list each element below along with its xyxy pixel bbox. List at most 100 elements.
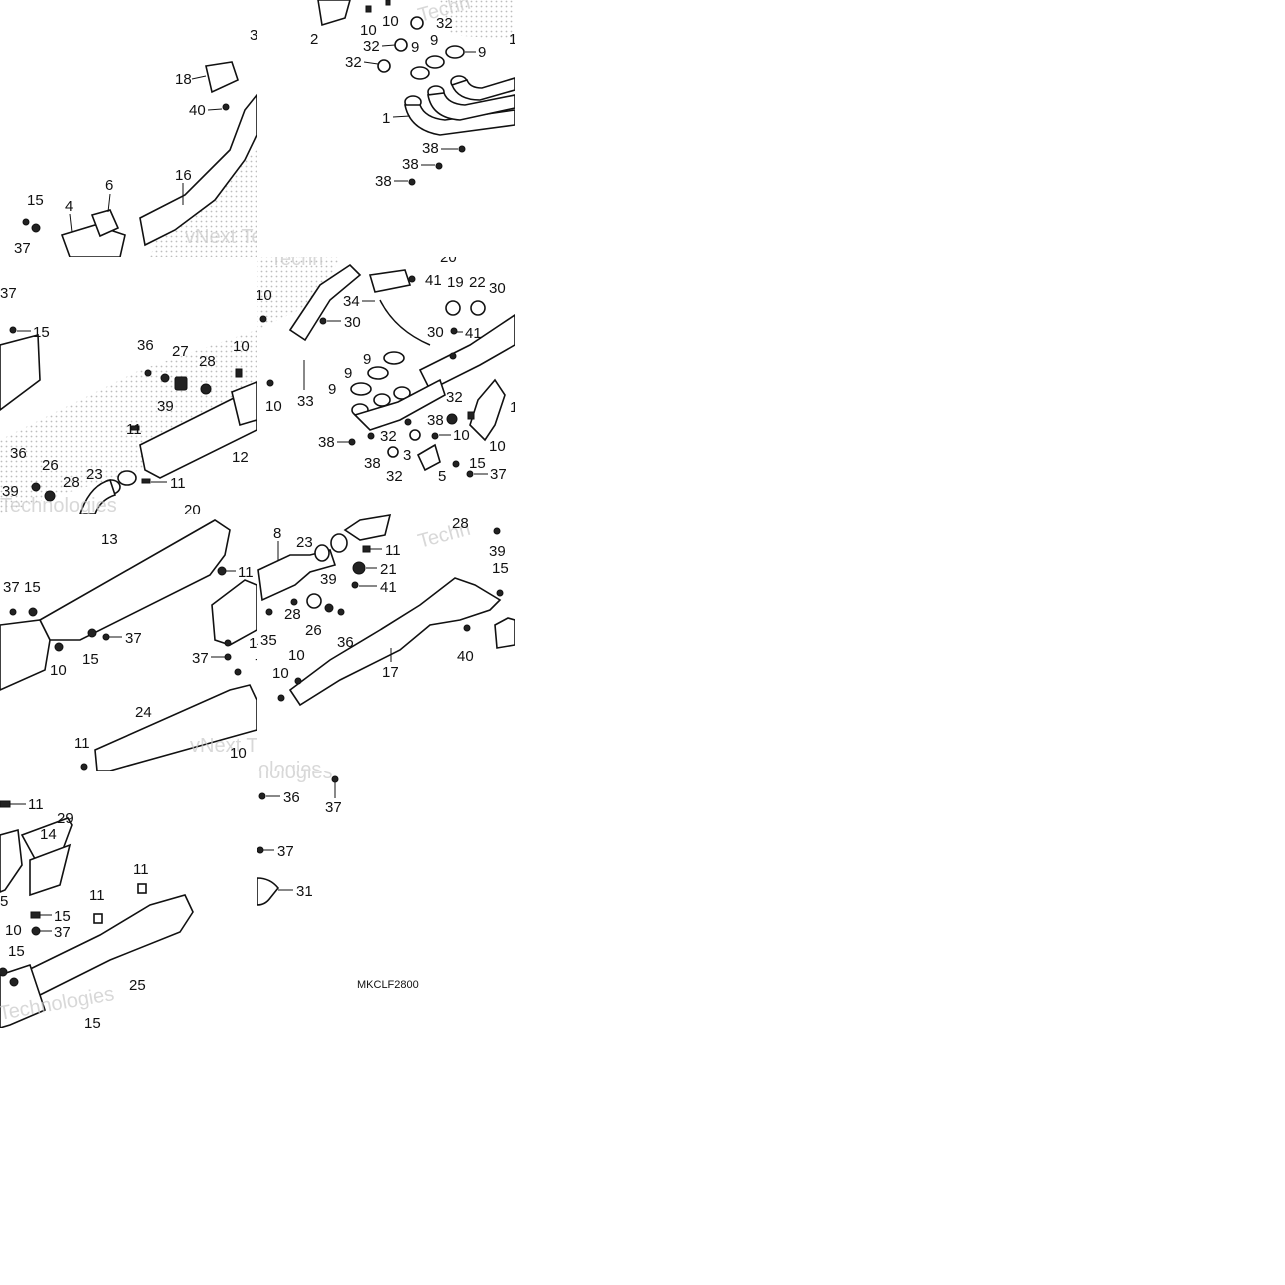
callout-label: 37 [490, 466, 507, 483]
watermark-text: vNext Tec [185, 226, 272, 248]
callout-label: 28 [452, 515, 469, 532]
callout-label: 10 [288, 647, 305, 664]
callout-label: 4 [65, 198, 73, 215]
callout-label: 10 [265, 398, 282, 415]
part-25-shape [16, 894, 194, 1002]
callout-label: 38 [375, 173, 392, 190]
callout-label: 15 [8, 943, 25, 960]
watermark-text: nologies [258, 761, 333, 783]
callout-label: 30 [489, 280, 506, 297]
callout-label: 15 [469, 455, 486, 472]
callout-label: 3 [250, 27, 258, 44]
callout-label: 33 [297, 393, 314, 410]
callout-label: 11 [238, 564, 254, 581]
callout-label: 3 [403, 447, 411, 464]
callout-label: 9 [344, 365, 352, 382]
callout-label: 10 [50, 662, 67, 679]
callout-label: 39 [489, 543, 506, 560]
callout-label: 27 [172, 343, 189, 360]
callout-label: 16 [175, 167, 192, 184]
callout-label: 10 [382, 13, 399, 30]
callout-label: 37 [277, 843, 294, 860]
callout-label: 15 [24, 579, 41, 596]
callout-label: 13 [101, 531, 118, 548]
callout-label: 10 [255, 287, 272, 304]
callout-label: 15 [33, 324, 50, 341]
callout-label: 1 [249, 635, 257, 652]
callout-label: 30 [344, 314, 361, 331]
callout-label: 1 [250, 632, 258, 649]
callout-label: 32 [436, 15, 453, 32]
callout-label: 35 [260, 632, 277, 649]
callout-label: 36 [337, 634, 354, 651]
callout-label: 37 [3, 579, 20, 596]
callout-label: 25 [129, 977, 146, 994]
callout-label: 1 [510, 399, 518, 416]
callout-label: 34 [343, 293, 360, 310]
callout-label: 36 [137, 337, 154, 354]
callout-label: 1 [509, 31, 517, 48]
callout-label: 9 [478, 44, 486, 61]
watermark-text: Techn [270, 248, 323, 270]
callout-label: 15 [27, 192, 44, 209]
diagram-panel-7: Technologies 11 14 29 5 15 10 37 11 11 1… [0, 796, 194, 1032]
callout-label: 11 [89, 887, 105, 904]
callout-label: 37 [14, 240, 31, 257]
callout-label: 1 [382, 110, 390, 127]
callout-label: 7 [255, 656, 263, 673]
part-17-shape [288, 577, 502, 707]
callout-label: 26 [42, 457, 59, 474]
callout-label: 41 [425, 272, 442, 289]
callout-label: 11 [74, 735, 90, 752]
callout-label: 5 [0, 893, 8, 910]
diagram-panel-8: nologies 36 37 37 31 [257, 761, 342, 906]
callout-label: 36 [10, 445, 27, 462]
diagram-panel-5: vNext Tec 13 11 37 15 37 15 10 37 1 7 24… [0, 519, 277, 771]
callout-label: 15 [54, 908, 71, 925]
callout-label: 10 [272, 665, 289, 682]
callout-label: 38 [422, 140, 439, 157]
callout-label: 41 [465, 325, 482, 342]
part-13-shape [38, 519, 231, 641]
watermark-text: Technologies [0, 495, 117, 517]
callout-label: 28 [63, 474, 80, 491]
callout-label: 17 [382, 664, 399, 681]
callout-label: 32 [446, 389, 463, 406]
callout-label: 8 [273, 525, 281, 542]
callout-label: 39 [320, 571, 337, 588]
callout-label: 10 [233, 338, 250, 355]
callout-label: 10 [489, 438, 506, 455]
callout-label: 14 [40, 826, 57, 843]
callout-label: 37 [325, 799, 342, 816]
callout-label: 2 [310, 31, 318, 48]
diagram-panel-2: Techn 2 10 10 32 32 9 9 9 32 1 38 38 38 … [310, 0, 517, 190]
part-29-shape [29, 843, 72, 897]
callout-label: 23 [296, 534, 313, 551]
callout-label: 37 [54, 924, 71, 941]
callout-label: 32 [345, 54, 362, 71]
part-34-shape [368, 269, 412, 293]
callout-label: 29 [57, 810, 74, 827]
callout-label: 15 [84, 1015, 101, 1032]
callout-label: 10 [360, 22, 377, 39]
callout-label: 37 [0, 285, 17, 302]
callout-label: 28 [284, 606, 301, 623]
callout-label: 9 [328, 381, 336, 398]
callout-label: 32 [363, 38, 380, 55]
callout-label: 39 [157, 398, 174, 415]
callout-label: 9 [411, 39, 419, 56]
callout-label: 5 [438, 468, 446, 485]
front-marker: FR. [274, 167, 323, 203]
callout-label: 11 [385, 542, 401, 559]
callout-label: 26 [305, 622, 322, 639]
watermark-text: vNext Tec [190, 735, 277, 757]
callout-label: 15 [492, 560, 509, 577]
diagram-panel-3: Technologies 37 15 36 27 28 10 39 11 12 … [0, 285, 257, 517]
callout-label: 21 [380, 561, 397, 578]
callout-label: 23 [86, 466, 103, 483]
callout-label: 11 [126, 421, 142, 438]
diagram-panel-6: Techn ologies 8 23 11 28 21 41 39 28 26 … [250, 514, 515, 771]
part-18-shape [205, 61, 239, 94]
callout-label: 12 [232, 449, 249, 466]
callout-label: 9 [430, 32, 438, 49]
